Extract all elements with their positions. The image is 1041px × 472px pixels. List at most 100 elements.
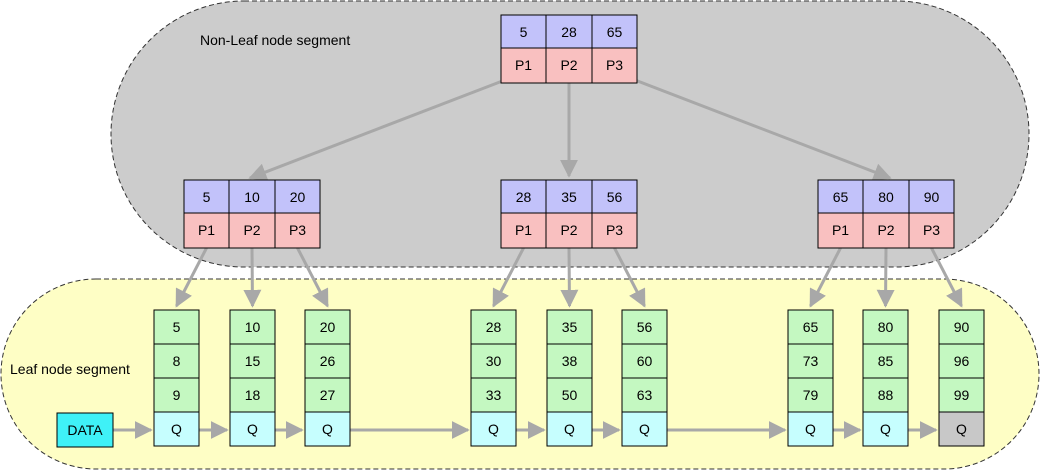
internal-pointer-cell xyxy=(862,212,910,249)
leaf-value: 33 xyxy=(486,387,502,403)
leaf-value-cell xyxy=(862,343,909,379)
leaf-value: 60 xyxy=(637,353,653,369)
leaf-node: 28 30 33Q xyxy=(470,309,517,447)
pointer-arrow xyxy=(296,247,329,308)
leaf-value-cell xyxy=(546,309,593,345)
leaf-value: 10 xyxy=(245,319,261,335)
leaf-link-cell xyxy=(229,411,276,447)
leaf-value-cell xyxy=(862,309,909,345)
leaf-value-cell xyxy=(470,309,517,345)
arrow-layer xyxy=(113,78,963,439)
leaf-link-label: Q xyxy=(488,421,499,437)
leaf-value-cell xyxy=(938,309,985,345)
internal-pointer: P1 xyxy=(515,222,532,238)
leaf-link-label: Q xyxy=(639,421,650,437)
root-key-cell xyxy=(591,14,638,49)
leaf-link-label: Q xyxy=(805,421,816,437)
leaf-value: 88 xyxy=(878,387,894,403)
internal-key-cell xyxy=(183,179,230,214)
data-box: DATA xyxy=(56,412,114,448)
root-pointer-cell xyxy=(545,47,593,84)
pointer-arrow xyxy=(809,247,842,308)
leaf-value-cell xyxy=(787,343,834,379)
leaf-link-cell xyxy=(153,411,200,447)
leaf-link-label: Q xyxy=(322,421,333,437)
leaf-value: 85 xyxy=(878,353,894,369)
leaf-node: 90 96 99Q xyxy=(938,309,985,447)
leaf-value-cell xyxy=(938,343,985,379)
root-pointer: P2 xyxy=(560,57,577,73)
internal-node: 28 35 56 P1 P2 P3 xyxy=(500,179,638,249)
root-key: 65 xyxy=(607,24,623,40)
internal-key-cell xyxy=(274,179,321,214)
leaf-value: 30 xyxy=(486,353,502,369)
internal-key-cell xyxy=(500,179,547,214)
leaf-value-cell xyxy=(787,377,834,413)
internal-key: 5 xyxy=(203,189,211,205)
leaf-value-cell xyxy=(153,377,200,413)
leaf-value: 28 xyxy=(486,319,502,335)
leaf-value: 73 xyxy=(803,353,819,369)
leaf-value: 90 xyxy=(954,319,970,335)
internal-key: 65 xyxy=(833,189,849,205)
data-box-rect xyxy=(56,412,114,448)
pointer-arrow xyxy=(613,247,646,308)
root-key: 5 xyxy=(520,24,528,40)
root-pointer-cell xyxy=(591,47,638,84)
internal-key-cell xyxy=(545,179,593,214)
leaf-link-label: Q xyxy=(564,421,575,437)
leaf-link-label: Q xyxy=(956,421,967,437)
leaf-value-cell xyxy=(153,343,200,379)
internal-key: 20 xyxy=(290,189,306,205)
nonleaf-segment-label: Non-Leaf node segment xyxy=(200,32,350,48)
pointer-arrow xyxy=(175,247,208,308)
leaf-link-cell xyxy=(546,411,593,447)
internal-pointer: P3 xyxy=(606,222,623,238)
internal-pointer-cell xyxy=(817,212,864,249)
leaf-value: 50 xyxy=(562,387,578,403)
leaf-value-cell xyxy=(304,343,351,379)
leaf-value: 38 xyxy=(562,353,578,369)
leaf-value-cell xyxy=(153,309,200,345)
leaf-link-cell xyxy=(621,411,668,447)
leaf-link-cell xyxy=(862,411,909,447)
root-pointer: P3 xyxy=(606,57,623,73)
internal-key-cell xyxy=(908,179,955,214)
pointer-arrow xyxy=(560,247,579,308)
internal-pointer-cell xyxy=(545,212,593,249)
internal-key-cell xyxy=(862,179,910,214)
leaf-link-label: Q xyxy=(880,421,891,437)
leaf-value-cell xyxy=(621,309,668,345)
internal-node: 65 80 90 P1 P2 P3 xyxy=(817,179,955,249)
leaf-value: 8 xyxy=(173,353,181,369)
leaf-value: 18 xyxy=(245,387,261,403)
leaf-value: 96 xyxy=(954,353,970,369)
leaf-value: 56 xyxy=(637,319,653,335)
pointer-arrow xyxy=(876,247,895,308)
leaf-link-cell xyxy=(787,411,834,447)
leaf-value-cell xyxy=(229,343,276,379)
leaf-value-cell xyxy=(546,377,593,413)
leaf-value-cell xyxy=(304,309,351,345)
root-pointer-cell xyxy=(500,47,547,84)
pointer-arrow xyxy=(492,247,525,308)
leaf-link-label: Q xyxy=(171,421,182,437)
pointer-arrow xyxy=(248,78,506,181)
leaf-value: 99 xyxy=(954,387,970,403)
internal-key: 10 xyxy=(244,189,260,205)
internal-pointer: P3 xyxy=(289,222,306,238)
root-node: 5 28 65 P1 P2 P3 xyxy=(500,14,638,84)
leaf-value: 79 xyxy=(803,387,819,403)
internal-pointer: P2 xyxy=(243,222,260,238)
internal-node: 5 10 20 P1 P2 P3 xyxy=(183,179,321,249)
pointer-arrow xyxy=(930,247,963,308)
leaf-value: 5 xyxy=(173,319,181,335)
internal-pointer: P1 xyxy=(832,222,849,238)
